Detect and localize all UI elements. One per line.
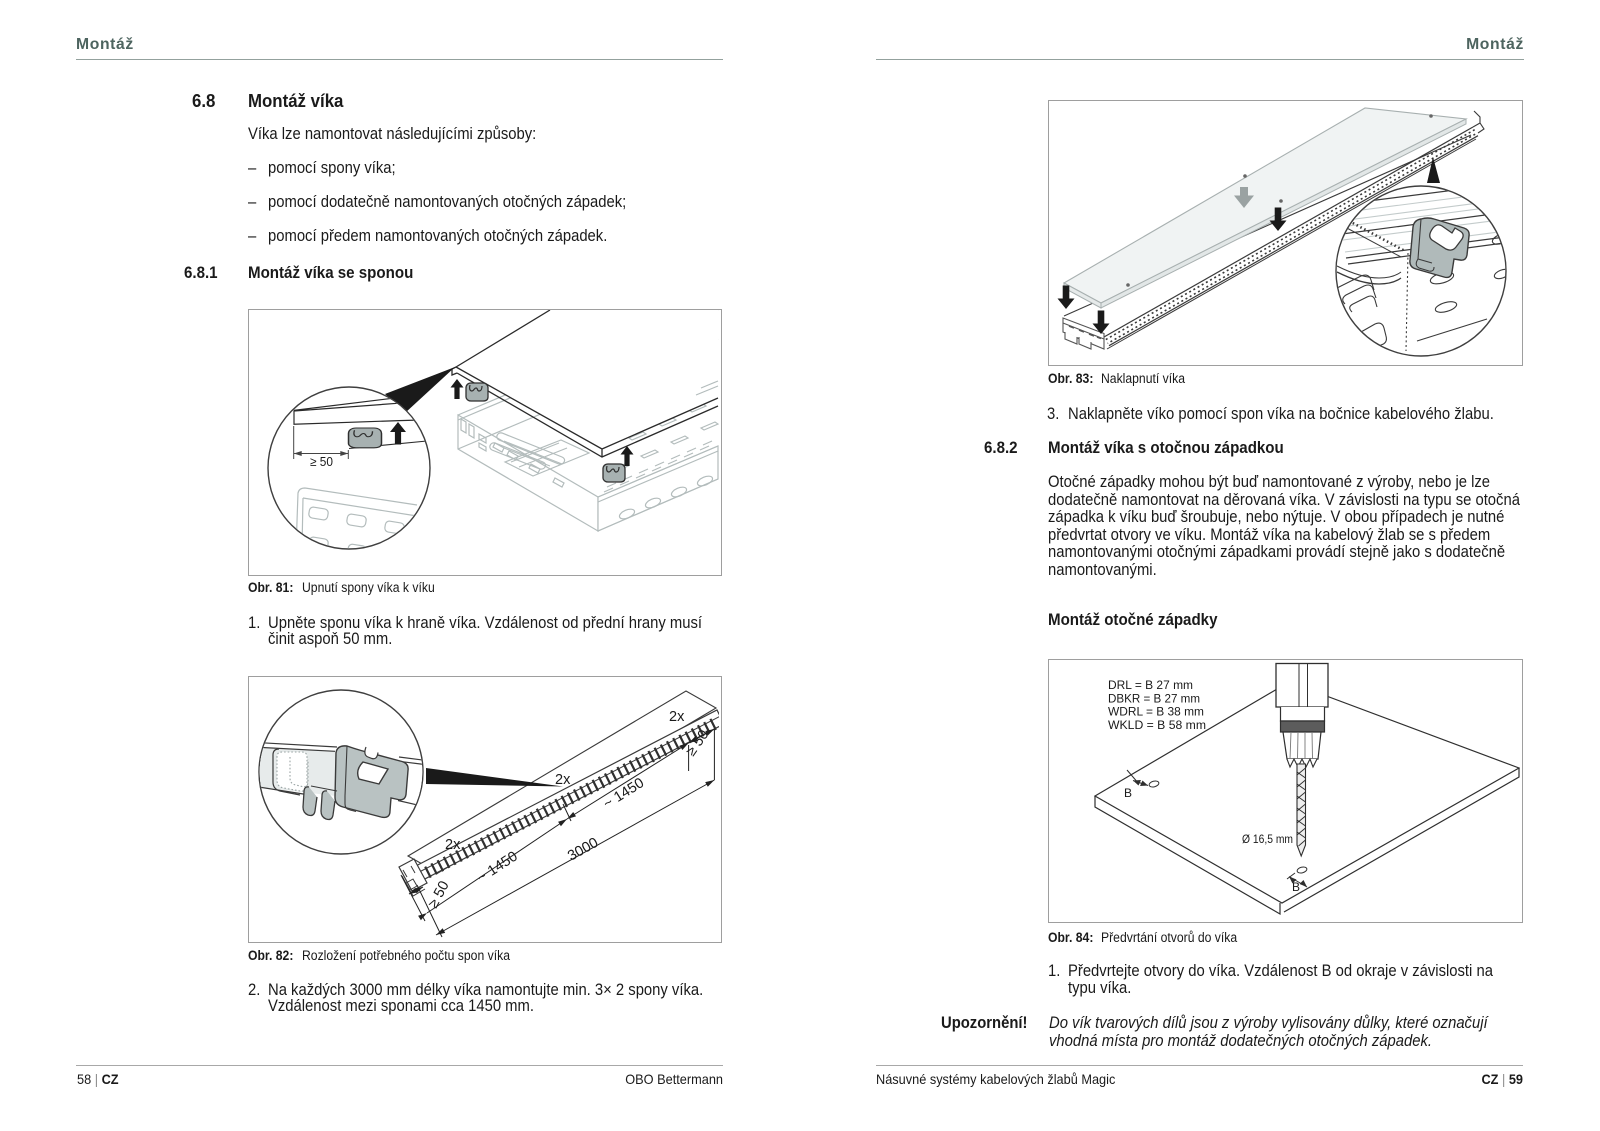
svg-text:DBKR = B 27 mm: DBKR = B 27 mm — [1108, 691, 1200, 705]
svg-text:B: B — [1292, 880, 1300, 894]
svg-text:3000: 3000 — [565, 835, 601, 865]
svg-text:2x: 2x — [669, 709, 685, 725]
svg-text:~ 1450: ~ 1450 — [474, 849, 520, 887]
svg-text:DRL = B 27 mm: DRL = B 27 mm — [1108, 678, 1193, 692]
svg-text:WKLD = B 58 mm: WKLD = B 58 mm — [1108, 718, 1206, 732]
svg-text:Ø 16,5 mm: Ø 16,5 mm — [1242, 832, 1293, 846]
svg-text:2x: 2x — [555, 772, 571, 788]
svg-text:B: B — [1124, 786, 1132, 800]
svg-text:WDRL = B 38 mm: WDRL = B 38 mm — [1108, 705, 1204, 719]
svg-text:≥ 50: ≥ 50 — [310, 454, 333, 469]
svg-text:2x: 2x — [445, 837, 461, 853]
svg-text:≥ 50: ≥ 50 — [425, 879, 452, 911]
